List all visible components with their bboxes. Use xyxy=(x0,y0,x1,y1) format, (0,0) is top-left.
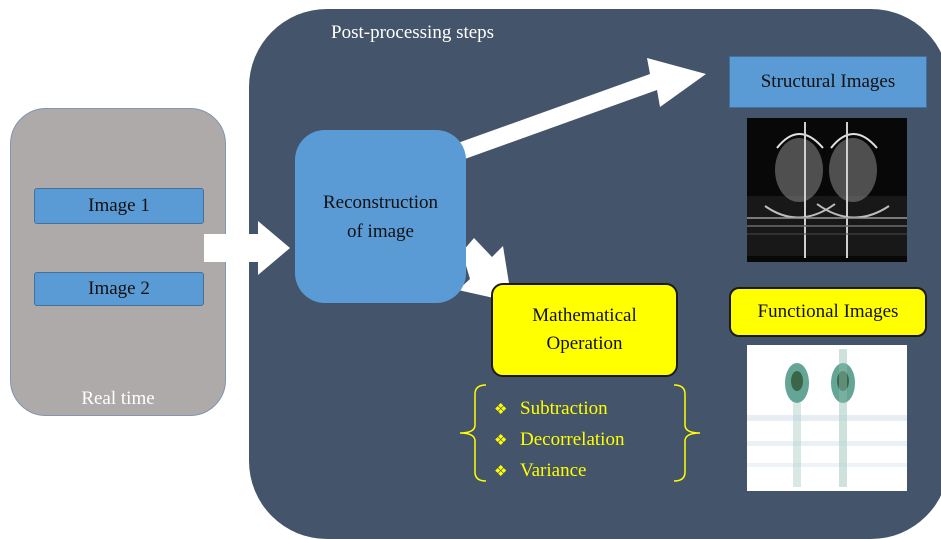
functional-images-box: Functional Images xyxy=(729,287,927,337)
real-time-panel xyxy=(10,108,226,416)
reconstruction-box: Reconstruction of image xyxy=(295,130,466,303)
reconstruction-line-2: of image xyxy=(346,220,414,242)
diamond-bullet-icon: ❖ xyxy=(494,464,508,480)
operation-variance: ❖ Variance xyxy=(494,456,624,487)
diamond-bullet-icon: ❖ xyxy=(494,433,508,449)
real-time-label: Real time xyxy=(81,388,155,409)
image-1-box: Image 1 xyxy=(34,188,204,224)
operation-label: Decorrelation xyxy=(520,429,625,450)
operation-subtraction: ❖ Subtraction xyxy=(494,394,624,425)
operation-label: Subtraction xyxy=(520,398,608,419)
structural-images-box: Structural Images xyxy=(729,56,927,108)
reconstruction-line-1: Reconstruction xyxy=(322,191,439,213)
post-processing-title: Post-processing steps xyxy=(331,22,495,43)
right-brace xyxy=(673,384,701,482)
image-2-box: Image 2 xyxy=(34,272,204,306)
arrow-to-structural xyxy=(441,58,706,165)
arrow-realtime-to-reconstruction xyxy=(204,221,290,275)
mathematical-operation-box: Mathematical Operation xyxy=(491,283,678,377)
operations-bracket xyxy=(459,384,701,482)
structural-image xyxy=(747,118,907,262)
diamond-bullet-icon: ❖ xyxy=(494,402,508,418)
operations-list: ❖ Subtraction ❖ Decorrelation ❖ Variance xyxy=(494,394,624,487)
left-brace xyxy=(459,384,487,482)
operation-label: Variance xyxy=(520,460,587,481)
operation-decorrelation: ❖ Decorrelation xyxy=(494,425,624,456)
math-line-1: Mathematical xyxy=(532,305,637,326)
functional-image xyxy=(747,345,907,491)
math-line-2: Operation xyxy=(546,333,623,354)
